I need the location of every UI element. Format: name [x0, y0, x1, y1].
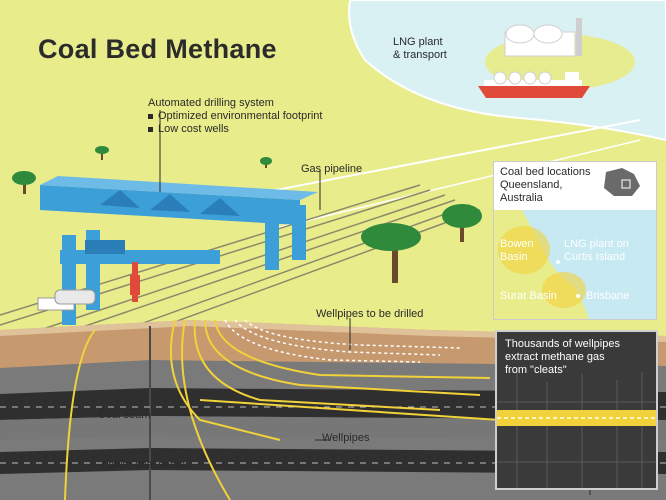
- drilling-rig: [37, 110, 318, 325]
- drilling-points-list: Optimized environmental footprint Low co…: [148, 110, 322, 136]
- lng-scene: [348, 0, 666, 142]
- gas-pipeline-label: Gas pipeline: [301, 163, 363, 175]
- trees: [12, 146, 482, 283]
- lng-plant-label: LNG plant & transport: [393, 36, 447, 61]
- lng-curtis-island-label: LNG plant on Curtis Island: [564, 238, 629, 263]
- cleats-caption: Thousands of wellpipes extract methane g…: [505, 338, 620, 376]
- wellpipes-label: Wellpipes: [322, 432, 370, 444]
- drilling-point-item: Optimized environmental footprint: [148, 110, 322, 123]
- drilling-system-label: Automated drilling system Optimized envi…: [148, 97, 322, 136]
- queensland-map-inset: Coal bed locations Queensland, Australia…: [493, 161, 657, 320]
- page-title: Coal Bed Methane: [38, 34, 277, 64]
- wellpipes-to-be-drilled-label: Wellpipes to be drilled: [316, 308, 424, 320]
- lower-coal-seam-label: Lower coal seam: [102, 459, 186, 471]
- bowen-basin-label: Bowen Basin: [500, 238, 534, 263]
- map-title: Coal bed locations Queensland, Australia: [500, 166, 591, 204]
- planned-wellpipes: [224, 319, 461, 363]
- brisbane-label: Brisbane: [586, 290, 630, 302]
- cleats-inset: Thousands of wellpipes extract methane g…: [495, 330, 658, 490]
- drilling-system-title: Automated drilling system: [148, 97, 274, 109]
- wellpipes: [64, 319, 501, 500]
- drilling-point-item: Low cost wells: [148, 123, 322, 136]
- pipeline-line: [249, 119, 641, 196]
- coal-seam-label: Coal seam: [98, 409, 151, 421]
- cleats-graphic: [497, 332, 656, 488]
- surat-basin-label: Surat Basin: [500, 290, 557, 302]
- map-graphic: [494, 162, 656, 319]
